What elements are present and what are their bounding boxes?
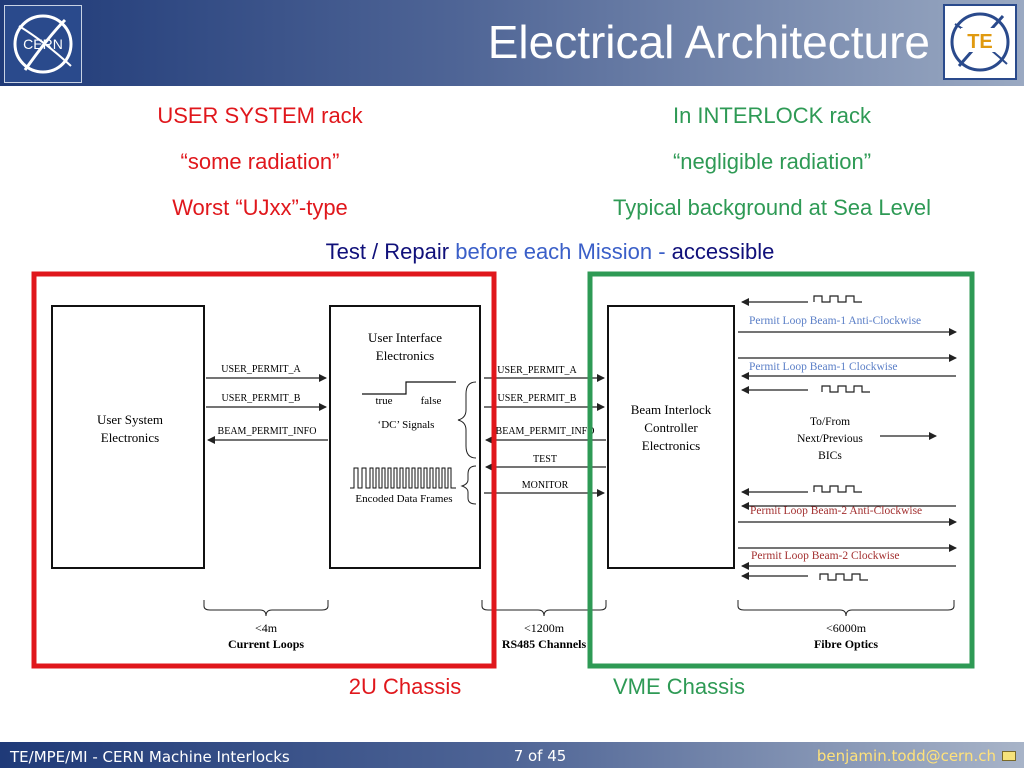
- pulse-icon-1: [813, 295, 862, 303]
- permit-loop-1: Permit Loop Beam-1 Anti-Clockwise: [749, 315, 921, 327]
- dist-mid-label: RS485 Channels: [502, 637, 587, 651]
- mid-signal-label-5: MONITOR: [522, 480, 569, 491]
- bracket-fibre: [737, 600, 955, 617]
- dc-bracket: [457, 381, 477, 459]
- permit-loop-3: Permit Loop Beam-2 Anti-Clockwise: [750, 505, 922, 517]
- mail-icon[interactable]: [1002, 751, 1016, 761]
- dist-right-value: <6000m: [826, 621, 867, 635]
- accessible-text: accessible: [671, 239, 775, 264]
- false-label: false: [421, 395, 442, 407]
- bic-box: [607, 305, 735, 569]
- user-system-box: [51, 305, 205, 569]
- pulse-icon-4: [819, 573, 868, 581]
- encoded-frames-waveform: [350, 467, 456, 489]
- left-radiation-label: “some radiation”: [180, 149, 340, 174]
- page-number: 7 of 45: [513, 747, 567, 765]
- left-signal-label-1: USER_PERMIT_A: [221, 364, 301, 375]
- bic-line-1: Beam Interlock: [631, 402, 712, 417]
- dist-left-value: <4m: [255, 621, 278, 635]
- tofrom-line-3: BICs: [818, 450, 842, 462]
- user-system-line-2: Electronics: [101, 430, 159, 445]
- right-radiation-label: “negligible radiation”: [672, 149, 872, 174]
- bic-line-2: Controller: [644, 420, 698, 435]
- left-type-label: Worst “UJxx”-type: [172, 195, 348, 220]
- right-type-label: Typical background at Sea Level: [613, 195, 931, 220]
- te-logo: TE: [943, 4, 1017, 80]
- dc-step-waveform: [362, 381, 456, 395]
- footer-bar: TE/MPE/MI - CERN Machine Interlocks 7 of…: [0, 742, 1024, 768]
- encoded-frames-label: Encoded Data Frames: [355, 493, 452, 505]
- user-interface-line-1: User Interface: [368, 330, 442, 345]
- permit-loop-4: Permit Loop Beam-2 Clockwise: [751, 550, 900, 562]
- mid-signal-label-4: TEST: [533, 454, 557, 465]
- header-bar: CERN Electrical Architecture TE: [0, 0, 1024, 86]
- mid-signal-label-1: USER_PERMIT_A: [497, 365, 577, 376]
- test-repair-line: Test / Repair before each Mission - acce…: [200, 239, 900, 265]
- user-system-line-1: User System: [97, 412, 163, 427]
- before-mission-text: before each Mission -: [455, 239, 666, 264]
- user-interface-line-2: Electronics: [376, 348, 434, 363]
- permit-loop-2: Permit Loop Beam-1 Clockwise: [749, 361, 898, 373]
- test-repair-text: Test / Repair: [325, 239, 450, 264]
- mid-signal-label-3: BEAM_PERMIT_INFO: [496, 426, 595, 437]
- left-signal-label-2: USER_PERMIT_B: [222, 393, 301, 404]
- te-logo-text: TE: [967, 31, 993, 53]
- true-label: true: [375, 395, 392, 407]
- left-signal-label-3: BEAM_PERMIT_INFO: [218, 426, 317, 437]
- bic-line-3: Electronics: [642, 438, 700, 453]
- chassis-2u-outline: [31, 271, 497, 669]
- architecture-diagram: User System Electronics User Interface E…: [31, 271, 975, 669]
- dist-mid-value: <1200m: [524, 621, 565, 635]
- dist-left-label: Current Loops: [228, 637, 304, 651]
- chassis-2u-label: 2U Chassis: [348, 674, 462, 699]
- chassis-vme-label: VME Chassis: [612, 674, 746, 699]
- footer-email-link[interactable]: benjamin.todd@cern.ch: [816, 747, 996, 765]
- dist-right-label: Fibre Optics: [814, 637, 878, 651]
- cern-logo-text: CERN: [23, 36, 63, 52]
- chassis-vme-outline: [587, 271, 975, 669]
- left-rack-label: USER SYSTEM rack: [157, 103, 363, 128]
- bracket-rs485: [481, 600, 607, 617]
- tofrom-line-1: To/From: [810, 416, 850, 428]
- bracket-current-loops: [203, 600, 329, 617]
- tofrom-line-2: Next/Previous: [797, 433, 863, 445]
- cern-logo: CERN: [4, 5, 82, 83]
- mid-signal-label-2: USER_PERMIT_B: [498, 393, 577, 404]
- pulse-icon-3: [813, 485, 862, 493]
- footer-left-text: TE/MPE/MI - CERN Machine Interlocks: [10, 748, 290, 766]
- user-interface-box: [329, 305, 481, 569]
- dc-signals-label: ‘DC’ Signals: [378, 419, 435, 431]
- page-title: Electrical Architecture: [487, 16, 930, 68]
- frames-bracket: [460, 465, 477, 505]
- pulse-icon-2: [821, 385, 870, 393]
- right-rack-label: In INTERLOCK rack: [672, 103, 872, 128]
